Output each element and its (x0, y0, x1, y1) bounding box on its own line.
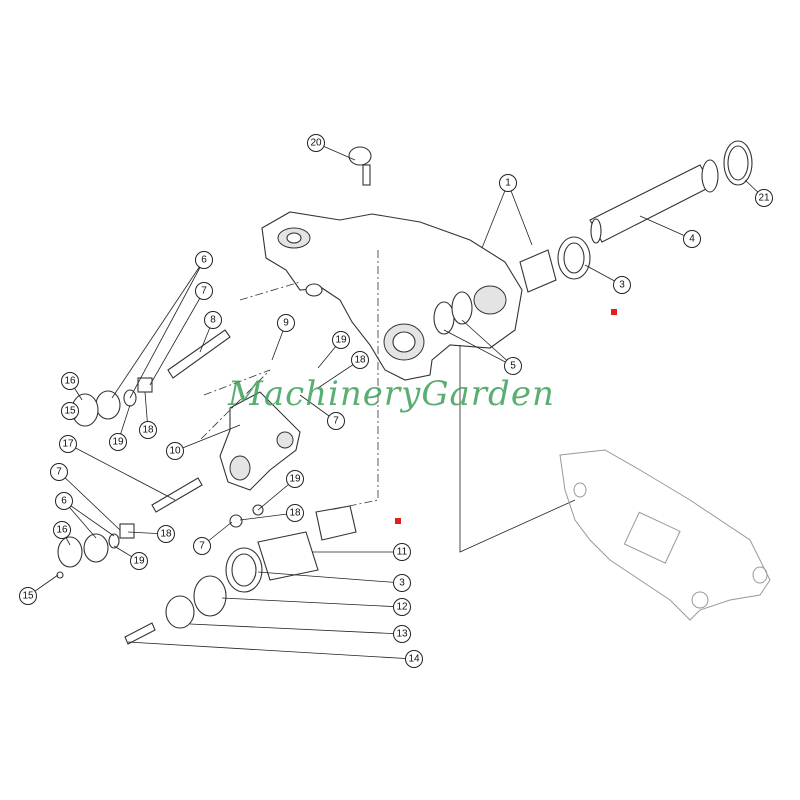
callout-15: 15 (61, 402, 79, 420)
callout-7: 7 (50, 463, 68, 481)
callout-number: 20 (310, 138, 322, 149)
reference-marker (395, 518, 401, 524)
callout-number: 18 (289, 508, 301, 519)
leader-line (189, 623, 403, 635)
lower-bushings (124, 505, 357, 645)
callout-number: 3 (399, 578, 405, 589)
callout-15: 15 (19, 587, 37, 605)
leader-line (63, 500, 115, 537)
callout-9: 9 (277, 314, 295, 332)
callout-number: 19 (112, 437, 124, 448)
callout-number: 18 (142, 425, 154, 436)
leader-line (639, 215, 693, 240)
leader-line (443, 329, 514, 367)
callout-7: 7 (193, 537, 211, 555)
callout-number: 1 (505, 178, 511, 189)
callout-number: 7 (333, 416, 339, 427)
callout-14: 14 (405, 650, 423, 668)
leader-line (127, 641, 415, 660)
link-bracket (219, 391, 301, 491)
callout-20: 20 (307, 134, 325, 152)
callout-number: 21 (758, 193, 770, 204)
callout-4: 4 (683, 230, 701, 248)
leader-line (149, 290, 205, 386)
bushing-and-washer (433, 236, 591, 335)
leader-line (174, 424, 241, 452)
callout-3: 3 (393, 574, 411, 592)
callout-13: 13 (393, 625, 411, 643)
callout-6: 6 (55, 492, 73, 510)
leader-line (67, 443, 176, 501)
main-pin (589, 140, 753, 244)
callout-18: 18 (157, 525, 175, 543)
callout-number: 19 (335, 335, 347, 346)
callout-number: 11 (397, 547, 408, 558)
callout-number: 9 (283, 318, 289, 329)
upper-left-parts (69, 329, 231, 427)
callout-18: 18 (286, 504, 304, 522)
leader-line (461, 319, 514, 367)
callout-number: 10 (169, 446, 181, 457)
callout-number: 15 (22, 591, 34, 602)
callout-18: 18 (139, 421, 157, 439)
eye-bolt (348, 146, 372, 186)
callout-16: 16 (53, 521, 71, 539)
callout-number: 18 (354, 355, 366, 366)
callout-17: 17 (59, 435, 77, 453)
callout-11: 11 (393, 543, 411, 561)
callout-number: 13 (396, 629, 408, 640)
leader-line (221, 597, 403, 608)
callout-10: 10 (166, 442, 184, 460)
callout-number: 12 (396, 602, 408, 613)
callout-number: 7 (56, 467, 62, 478)
callout-number: 6 (61, 496, 67, 507)
callout-number: 16 (64, 376, 76, 387)
leader-line (481, 182, 509, 249)
callout-number: 3 (619, 280, 625, 291)
leader-line (257, 571, 403, 584)
callout-8: 8 (204, 311, 222, 329)
lower-left-parts (56, 477, 264, 579)
watermark: MachineryGarden (228, 374, 555, 414)
callout-number: 19 (289, 474, 301, 485)
callout-number: 17 (62, 439, 74, 450)
callout-7: 7 (195, 282, 213, 300)
callout-number: 18 (160, 529, 172, 540)
callout-number: 8 (210, 315, 216, 326)
lift-arm-housing (261, 211, 523, 381)
callout-number: 4 (689, 234, 695, 245)
callout-19: 19 (130, 552, 148, 570)
reference-marker (611, 309, 617, 315)
callout-number: 19 (133, 556, 145, 567)
callout-number: 7 (199, 541, 205, 552)
callout-21: 21 (755, 189, 773, 207)
callout-number: 16 (56, 525, 68, 536)
callout-3: 3 (613, 276, 631, 294)
callout-number: 5 (510, 361, 516, 372)
callout-19: 19 (286, 470, 304, 488)
leader-line (111, 259, 205, 399)
callout-7: 7 (327, 412, 345, 430)
callout-16: 16 (61, 372, 79, 390)
inset-chassis (559, 449, 771, 621)
callout-number: 15 (64, 406, 76, 417)
callout-number: 14 (408, 654, 420, 665)
callout-18: 18 (351, 351, 369, 369)
callout-19: 19 (109, 433, 127, 451)
callout-number: 6 (201, 255, 207, 266)
callout-number: 7 (201, 286, 207, 297)
callout-6: 6 (195, 251, 213, 269)
callout-1: 1 (499, 174, 517, 192)
leader-line (129, 259, 205, 399)
callout-12: 12 (393, 598, 411, 616)
callout-5: 5 (504, 357, 522, 375)
callout-19: 19 (332, 331, 350, 349)
leader-line (239, 512, 296, 521)
leader-line (507, 182, 533, 246)
leader-line (58, 471, 121, 531)
